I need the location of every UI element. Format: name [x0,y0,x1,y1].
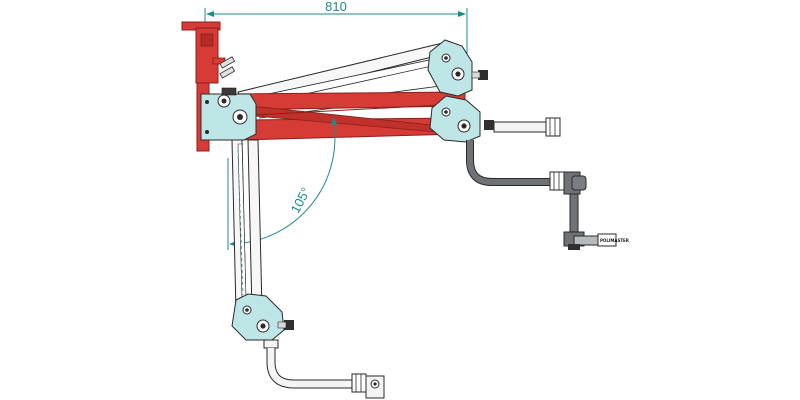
bolt-icon [205,130,209,134]
lower-tool-arm [266,348,385,399]
lower-joint [231,293,294,349]
lowered-linkage [231,139,263,313]
tool-brand-label: POLIMASTER [600,238,629,243]
knob-icon[interactable] [284,320,294,330]
knob-icon[interactable] [219,56,236,79]
dimension-810: 810 [204,0,468,80]
right-tool-arm: POLIMASTER [466,140,629,250]
mounting-plate [200,87,257,141]
upper-right-joint [427,39,488,97]
knob-icon[interactable] [484,120,494,130]
angle-label: 105° [288,185,314,216]
red-arm [227,91,466,141]
knob-icon[interactable] [478,70,488,80]
mounting-post [181,21,236,152]
bolt-icon [205,100,209,104]
right-horizontal-rod [493,117,561,137]
knob-icon[interactable] [221,87,237,96]
lower-right-joint [429,95,494,143]
dimension-label: 810 [325,0,347,14]
